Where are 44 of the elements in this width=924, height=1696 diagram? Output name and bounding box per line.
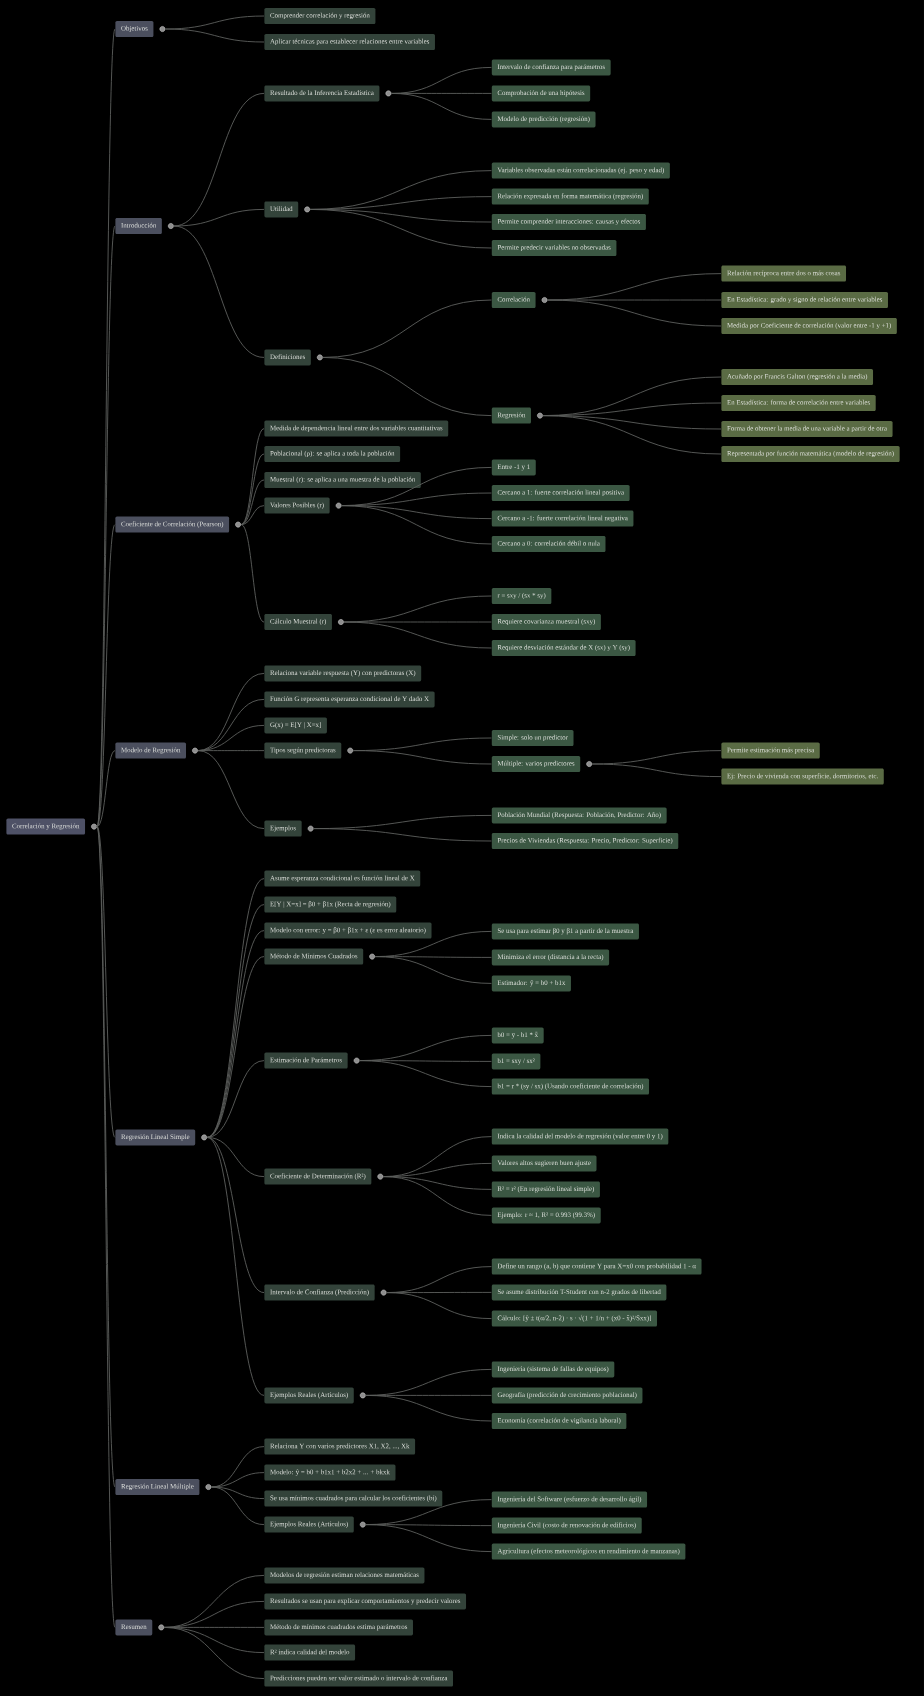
branch-line <box>240 428 265 526</box>
branch-line <box>96 826 116 1628</box>
branch-line <box>322 356 492 417</box>
branch-line <box>210 1486 265 1500</box>
branch-line <box>313 828 492 842</box>
branch-line <box>374 956 492 984</box>
branch-line <box>210 1472 265 1488</box>
branch-line <box>352 750 492 765</box>
branch-line <box>309 208 492 249</box>
branch-line <box>365 1524 492 1553</box>
branch-line <box>210 1486 265 1526</box>
branch-line <box>206 1136 265 1178</box>
branch-line <box>206 1136 265 1396</box>
branch-line <box>240 453 265 526</box>
branch-line <box>165 28 265 43</box>
branch-line <box>341 505 492 545</box>
branch-line <box>391 92 492 120</box>
branch-line <box>197 750 265 752</box>
branch-line <box>197 672 265 752</box>
branch-line <box>96 28 116 828</box>
branch-line <box>96 524 116 828</box>
branch-line <box>197 698 265 752</box>
branch-line <box>173 208 265 227</box>
branch-line <box>206 1060 265 1138</box>
branch-line <box>240 524 265 623</box>
branch-line <box>359 1060 492 1088</box>
branch-line <box>240 505 265 526</box>
branch-line <box>173 92 265 227</box>
branch-line <box>240 479 265 526</box>
branch-line <box>197 750 265 830</box>
branch-line <box>163 1626 265 1680</box>
branch-line <box>386 1292 492 1320</box>
branch-line <box>343 621 492 649</box>
branch-line <box>96 826 116 1138</box>
branch-line <box>96 750 116 828</box>
branch-line <box>382 1176 492 1216</box>
branch-line <box>547 299 722 327</box>
branch-line <box>365 1394 492 1422</box>
branch-line <box>163 1574 265 1628</box>
branch-line <box>591 763 722 778</box>
branch-line <box>173 225 265 358</box>
branch-line <box>206 1136 265 1294</box>
branch-line <box>542 415 722 455</box>
branch-line <box>96 826 116 1488</box>
